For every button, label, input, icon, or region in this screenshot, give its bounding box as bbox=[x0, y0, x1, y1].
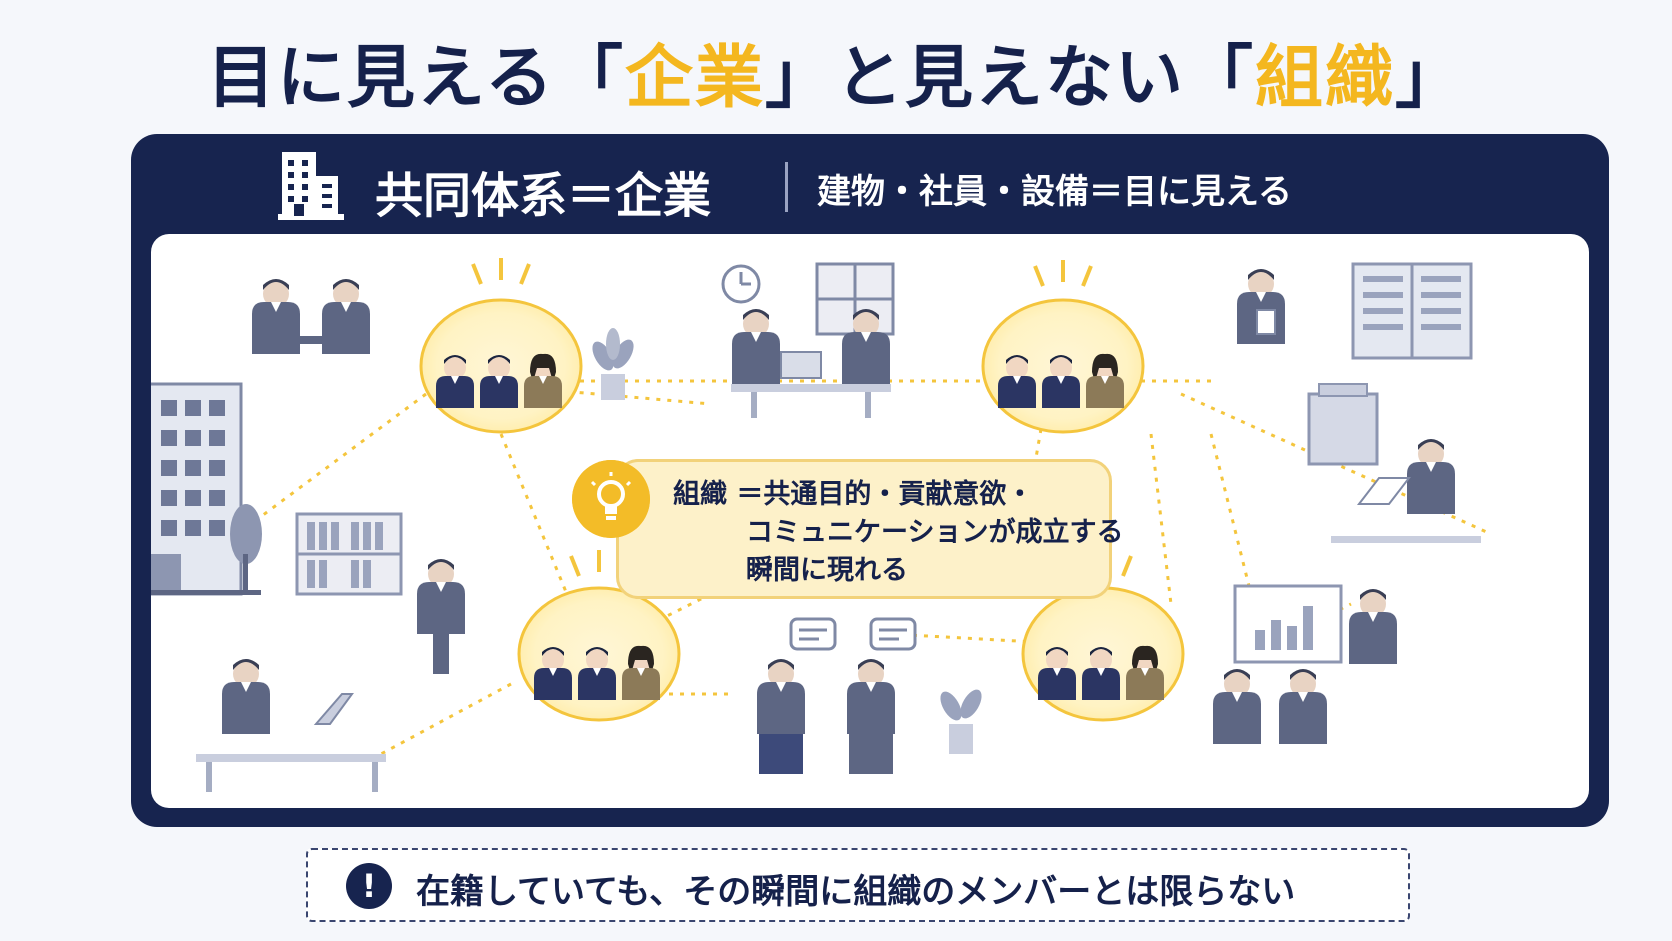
title-highlight-company: 企業 bbox=[624, 39, 765, 118]
title-part-3: 」 bbox=[1395, 39, 1466, 118]
community-system-frame: 共同体系＝企業 建物・社員・設備＝目に見える bbox=[131, 134, 1609, 827]
organization-network-illustration bbox=[151, 258, 1492, 792]
membership-notice: ! 在籍していても、その瞬間に組織のメンバーとは限らない bbox=[306, 848, 1410, 922]
callout-line-1: 組織 ＝共通目的・貢献意欲・ bbox=[673, 479, 1034, 510]
callout-line-3: 瞬間に現れる bbox=[746, 555, 908, 586]
illustration-panel bbox=[151, 234, 1589, 808]
header-visible-assets: 建物・社員・設備＝目に見える bbox=[817, 172, 1292, 212]
lightbulb-icon bbox=[572, 460, 650, 538]
organization-definition-callout: 組織 ＝共通目的・貢献意欲・ コミュニケーションが成立する 瞬間に現れる bbox=[616, 459, 1123, 599]
office-building-illustration bbox=[151, 382, 262, 596]
title-part-1: 目に見える「 bbox=[206, 39, 625, 118]
team-group-3 bbox=[517, 550, 681, 722]
team-group-1 bbox=[419, 258, 583, 434]
title-highlight-organization: 組織 bbox=[1254, 39, 1395, 118]
notice-text: 在籍していても、その瞬間に組織のメンバーとは限らない bbox=[416, 872, 1296, 912]
page-title: 目に見える「企業」と見えない「組織」 bbox=[0, 22, 1672, 121]
team-group-2 bbox=[981, 260, 1145, 434]
exclamation-icon: ! bbox=[346, 863, 392, 909]
callout-line-2: コミュニケーションが成立する bbox=[746, 517, 1124, 548]
title-part-2: 」と見えない「 bbox=[764, 39, 1255, 118]
header-community-equals-company: 共同体系＝企業 bbox=[375, 168, 712, 224]
header-divider bbox=[785, 162, 788, 212]
building-icon bbox=[278, 152, 344, 220]
